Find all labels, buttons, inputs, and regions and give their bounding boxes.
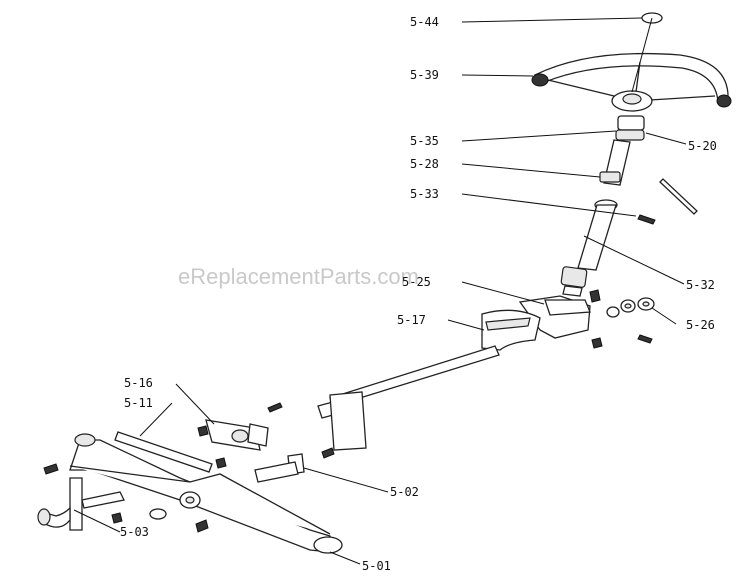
spindle-part xyxy=(37,477,125,531)
steering-plate-part xyxy=(197,391,367,469)
steering-support-bracket-part xyxy=(518,289,603,349)
sector-gear-part xyxy=(481,309,541,351)
label-5-01: 5-01 xyxy=(362,559,391,573)
label-5-32: 5-32 xyxy=(686,278,715,292)
label-5-03: 5-03 xyxy=(120,525,149,539)
roll-pin-part xyxy=(659,178,698,215)
label-5-25: 5-25 xyxy=(402,275,431,289)
label-5-28: 5-28 xyxy=(410,157,439,171)
label-5-17: 5-17 xyxy=(397,313,426,327)
front-axle-part xyxy=(43,433,343,554)
steering-shaft-part xyxy=(577,139,631,271)
watermark-text: eReplacementParts.com xyxy=(178,264,419,289)
washer-set-part xyxy=(606,297,655,344)
label-5-16: 5-16 xyxy=(124,376,153,390)
steering-wheel-part xyxy=(531,52,732,112)
shaft-pin-part xyxy=(637,214,656,225)
label-5-35: 5-35 xyxy=(410,134,439,148)
label-5-44: 5-44 xyxy=(410,15,439,29)
label-5-26: 5-26 xyxy=(686,318,715,332)
label-5-02: 5-02 xyxy=(390,485,419,499)
label-5-20: 5-20 xyxy=(688,139,717,153)
pinion-gear-part xyxy=(560,266,588,297)
tie-rod-part xyxy=(114,431,213,473)
upper-bushing-part xyxy=(615,115,645,141)
leader-lines xyxy=(73,17,687,565)
label-5-39: 5-39 xyxy=(410,68,439,82)
label-5-11: 5-11 xyxy=(124,396,153,410)
pivot-bracket-part xyxy=(254,447,335,483)
label-5-33: 5-33 xyxy=(410,187,439,201)
